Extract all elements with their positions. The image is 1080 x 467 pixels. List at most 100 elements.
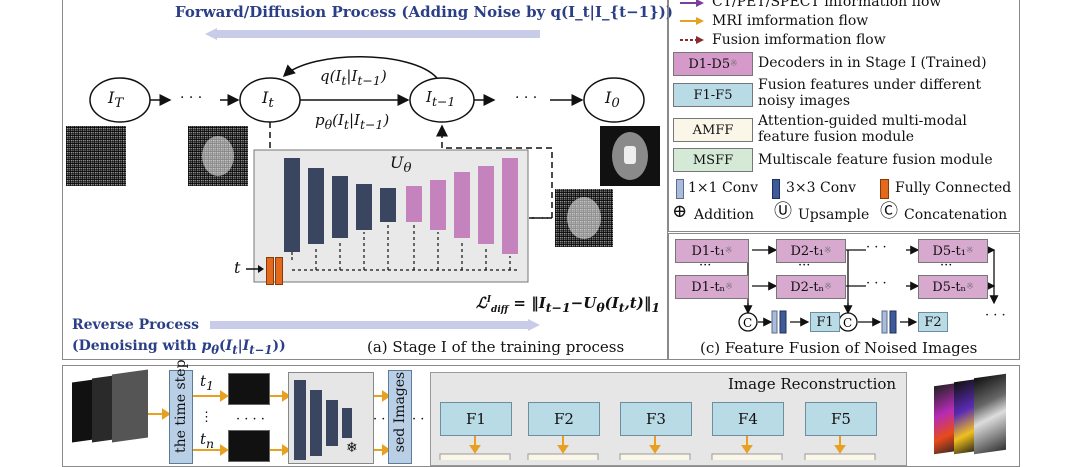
clean-brain-image — [600, 126, 660, 186]
vdots-3: ··· — [940, 258, 953, 273]
encoder-bars — [294, 380, 352, 460]
vdots-2: ··· — [798, 258, 811, 273]
output-image-3 — [974, 373, 1006, 455]
tn-label: tn — [200, 430, 215, 451]
box-d2-t1: D2-t₁※ — [776, 239, 846, 263]
feature-f5: F5 — [805, 402, 877, 436]
legend-addition: Addition — [694, 207, 755, 223]
dots-2: · · · — [515, 90, 538, 106]
decoder-bar-5 — [502, 158, 518, 254]
fc-block-1 — [266, 257, 274, 285]
encoder-bar-3 — [332, 176, 348, 238]
noised-stack-dots: · · · · — [236, 412, 265, 427]
node-It-label: It — [262, 88, 274, 112]
decoder-bar-2 — [430, 180, 446, 230]
legend-d1d5-text: Decoders in in Stage I (Trained) — [758, 55, 987, 71]
hdots-2: · · · — [866, 276, 887, 291]
denoised-brain-image — [555, 189, 613, 247]
legend-msff-text: Multiscale feature fusion module — [758, 152, 993, 168]
legend-amff-box: AMFF — [673, 118, 753, 142]
legend-flow2: MRI imformation flow — [712, 13, 869, 29]
legend-d1d5-box: D1-D5※ — [673, 52, 753, 76]
feature-f4: F4 — [712, 402, 784, 436]
hdots-1: · · · — [866, 240, 887, 255]
time-step-label: the time step — [173, 359, 189, 453]
box-d5-tn: D5-tₙ※ — [918, 275, 988, 299]
noised-images-label: sed Images — [392, 371, 408, 453]
conv3-icon — [772, 179, 780, 199]
decoder-bar-4 — [478, 166, 494, 244]
stage1-caption: (a) Stage I of the training process — [367, 338, 625, 356]
encoder-bar-5 — [380, 188, 396, 222]
node-It1-label: It−1 — [426, 88, 456, 109]
forward-stream-arrow — [205, 28, 540, 40]
input-image-stack-3 — [112, 369, 148, 443]
vdots-1: ··· — [699, 258, 712, 273]
fc-block-2 — [275, 257, 283, 285]
pure-noise-image — [66, 126, 126, 186]
node-IT-label: IT — [108, 88, 124, 112]
noised-images-box — [388, 370, 412, 464]
q-label: q(It|It−1) — [320, 67, 387, 88]
noised-dots: · · — [412, 412, 425, 427]
snowflake-icon: ❄ — [346, 440, 358, 456]
f1-box: F1 — [810, 312, 840, 332]
decoder-bar-1 — [406, 186, 422, 222]
f2-box: F2 — [918, 312, 948, 332]
t1-label: t1 — [200, 372, 214, 393]
encoder-dots: · · — [373, 412, 386, 427]
legend-fc: Fully Connected — [895, 180, 1012, 196]
feature-f1: F1 — [440, 402, 512, 436]
concat-icon: Ⓒ — [880, 201, 898, 222]
unet-bars — [284, 158, 520, 271]
feature-f3: F3 — [620, 402, 692, 436]
legend-flow3: Fusion imformation flow — [712, 32, 886, 48]
t-arrow — [246, 265, 264, 273]
panel-c-caption: (c) Feature Fusion of Noised Images — [700, 339, 978, 357]
noised-stack-tn — [228, 430, 270, 462]
feature-down-arrows — [439, 436, 876, 460]
legend-flow1: CT/PET/SPECT information flow — [712, 0, 942, 10]
legend-upsample: Upsample — [798, 207, 870, 223]
t-label: t — [234, 258, 241, 277]
reconstruction-title: Image Reconstruction — [728, 375, 897, 393]
dots-1: · · · — [180, 90, 203, 106]
legend-msff-box: MSFF — [673, 148, 753, 172]
legend-f1f5-text: Fusion features under different noisy im… — [758, 77, 982, 109]
node-I0 — [583, 77, 645, 123]
reverse-stream-arrow — [210, 319, 540, 331]
feature-f2: F2 — [528, 402, 600, 436]
noisy-brain-image — [188, 126, 248, 186]
box-d1-t1: D1-t₁※ — [675, 239, 749, 263]
stage1-panel — [62, 0, 668, 360]
panel-c-arrows: C C — [738, 245, 999, 334]
u-label: Uθ — [390, 153, 412, 177]
box-d1-tn: D1-tₙ※ — [675, 275, 749, 299]
legend-conv3: 3×3 Conv — [786, 180, 857, 196]
loss-formula: ℒIdiff = ‖It−1−Uθ(It,t)‖1 — [476, 294, 661, 315]
fc-icon — [880, 179, 889, 199]
reverse-sub: (Denoising with pθ(It|It−1)) — [72, 338, 286, 357]
legend-panel — [668, 0, 1020, 232]
forward-title: Forward/Diffusion Process (Adding Noise … — [175, 3, 673, 21]
legend-conv1: 1×1 Conv — [688, 180, 759, 196]
box-d5-t1: D5-t₁※ — [918, 239, 988, 263]
node-I0-label: I0 — [605, 88, 620, 112]
upsample-icon: Ⓤ — [774, 201, 792, 222]
svg-text:C: C — [843, 316, 852, 330]
reverse-title: Reverse Process — [72, 317, 200, 333]
svg-text:C: C — [743, 316, 752, 330]
p-label: pθ(It|It−1) — [315, 111, 390, 132]
legend-concat: Concatenation — [904, 207, 1008, 223]
noised-stack-t1 — [228, 373, 270, 405]
encoder-bar-2 — [308, 168, 324, 244]
encoder-bar-4 — [356, 184, 372, 230]
addition-icon: ⊕ — [672, 201, 688, 222]
hdots-3: · · · — [985, 308, 1006, 323]
decoder-bar-3 — [454, 172, 470, 238]
bottom-vdots: ⋮ — [200, 410, 213, 425]
legend-amff-text: Attention-guided multi-modal feature fus… — [758, 113, 967, 145]
panel-c — [668, 233, 1020, 360]
legend-f1f5-box: F1-F5 — [673, 83, 753, 107]
legend-flow-arrows — [680, 0, 704, 44]
